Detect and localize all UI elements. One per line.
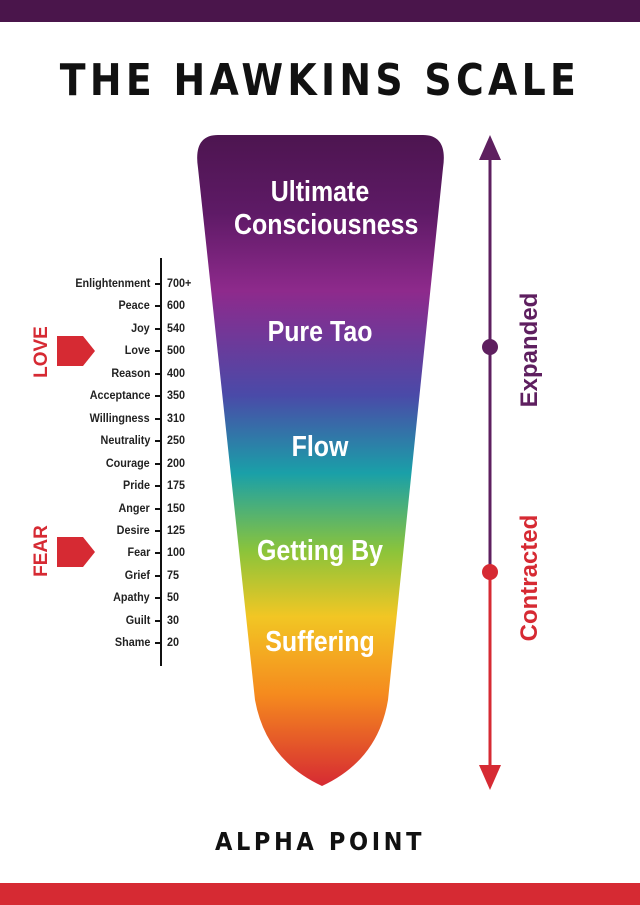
zone-getting-by: Getting By bbox=[256, 535, 384, 567]
level-tick bbox=[155, 395, 161, 398]
level-value: 400 bbox=[167, 365, 186, 380]
level-name: Grief bbox=[124, 567, 150, 582]
zone-flow: Flow bbox=[291, 431, 349, 463]
level-tick bbox=[155, 372, 161, 375]
level-value: 250 bbox=[167, 433, 186, 448]
level-value: 30 bbox=[167, 612, 180, 627]
level-name: Guilt bbox=[125, 612, 150, 627]
level-tick bbox=[155, 507, 161, 510]
level-value: 20 bbox=[167, 635, 180, 650]
love-label: LOVE bbox=[31, 326, 52, 378]
arrow-down-icon bbox=[479, 765, 501, 790]
contracted-dot bbox=[482, 564, 498, 580]
funnel-shape bbox=[197, 135, 444, 786]
level-tick bbox=[155, 350, 161, 353]
bottom-bar bbox=[0, 883, 640, 905]
level-name: Neutrality bbox=[100, 433, 150, 448]
level-tick bbox=[155, 440, 161, 443]
page-title: THE HAWKINS SCALE bbox=[59, 55, 581, 106]
level-name: Desire bbox=[116, 522, 150, 537]
level-name: Willingness bbox=[90, 410, 150, 425]
level-value: 700+ bbox=[167, 276, 192, 290]
zone-ultimate-consciousness: Ultimate Consciousness bbox=[234, 176, 419, 241]
level-tick bbox=[155, 417, 161, 420]
level-name: Acceptance bbox=[89, 388, 150, 403]
level-value: 50 bbox=[167, 590, 180, 605]
zone-pure-tao: Pure Tao bbox=[267, 316, 373, 348]
expanded-dot bbox=[482, 339, 498, 355]
level-name: Fear bbox=[127, 545, 150, 560]
level-value: 200 bbox=[167, 455, 186, 470]
level-tick bbox=[155, 597, 161, 600]
level-tick bbox=[155, 529, 161, 532]
level-value: 150 bbox=[167, 500, 186, 515]
level-tick bbox=[155, 327, 161, 330]
level-name: Pride bbox=[122, 478, 150, 493]
level-value: 100 bbox=[167, 545, 186, 560]
level-name: Joy bbox=[131, 320, 150, 335]
level-tick bbox=[155, 485, 161, 488]
fear-arrow-icon bbox=[57, 537, 95, 567]
level-value: 350 bbox=[167, 388, 186, 403]
level-name: Shame bbox=[114, 635, 150, 650]
level-name: Enlightenment bbox=[74, 276, 150, 290]
level-name: Courage bbox=[106, 455, 150, 470]
fear-label: FEAR bbox=[31, 525, 52, 577]
love-arrow-icon bbox=[57, 336, 95, 366]
level-value: 175 bbox=[167, 478, 186, 493]
level-name: Apathy bbox=[113, 590, 150, 605]
level-value: 125 bbox=[167, 522, 186, 537]
level-tick bbox=[155, 619, 161, 622]
level-tick bbox=[155, 283, 161, 285]
zone-suffering: Suffering bbox=[265, 626, 375, 658]
expanded-label: Expanded bbox=[516, 292, 543, 408]
level-tick bbox=[155, 574, 161, 577]
level-tick bbox=[155, 552, 161, 555]
level-name: Anger bbox=[118, 500, 150, 515]
brand-footer: ALPHA POINT bbox=[214, 827, 426, 856]
level-tick bbox=[155, 642, 161, 645]
level-tick bbox=[155, 462, 161, 465]
level-value: 600 bbox=[167, 298, 186, 313]
level-value: 310 bbox=[167, 410, 186, 425]
level-tick bbox=[155, 305, 161, 308]
level-value: 75 bbox=[167, 567, 180, 582]
level-value: 540 bbox=[167, 320, 186, 335]
level-value: 500 bbox=[167, 343, 186, 358]
level-name: Reason bbox=[110, 365, 150, 380]
arrow-up-icon bbox=[479, 135, 501, 160]
level-name: Love bbox=[124, 343, 150, 358]
top-bar bbox=[0, 0, 640, 22]
scale-line bbox=[160, 258, 162, 666]
contracted-label: Contracted bbox=[516, 514, 543, 642]
level-name: Peace bbox=[118, 298, 150, 313]
